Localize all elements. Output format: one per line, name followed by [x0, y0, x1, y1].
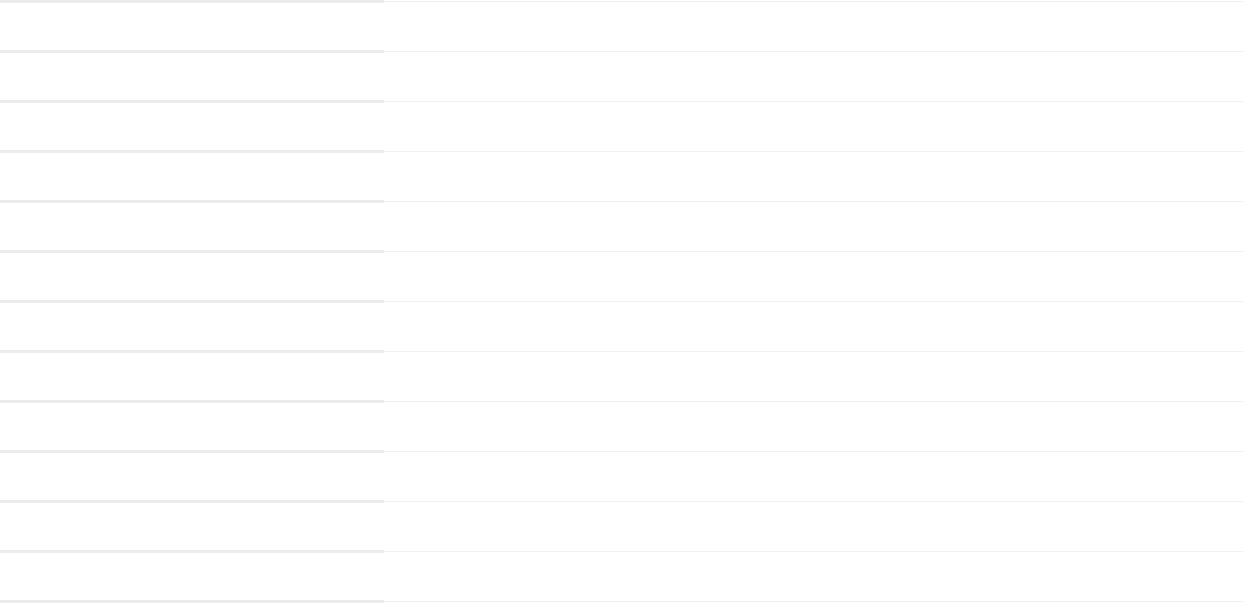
- row-value: [384, 401, 1243, 452]
- row-label: [0, 0, 384, 52]
- table-row: [0, 150, 1243, 202]
- row-value: [384, 201, 1243, 252]
- table-row: [0, 400, 1243, 452]
- row-label: [0, 550, 384, 603]
- row-label: [0, 100, 384, 152]
- row-value: [384, 101, 1243, 152]
- row-label: [0, 300, 384, 352]
- row-value: [384, 451, 1243, 502]
- row-label: [0, 450, 384, 502]
- table-row: [0, 500, 1243, 552]
- row-value: [384, 301, 1243, 352]
- table-row: [0, 200, 1243, 252]
- row-label: [0, 350, 384, 402]
- table-row: [0, 550, 1243, 603]
- table-row: [0, 0, 1243, 52]
- row-label: [0, 150, 384, 202]
- row-label: [0, 200, 384, 252]
- table-row: [0, 300, 1243, 352]
- table-row: [0, 50, 1243, 102]
- row-value: [384, 251, 1243, 302]
- table-row: [0, 250, 1243, 302]
- row-label: [0, 400, 384, 452]
- row-value: [384, 1, 1243, 52]
- table-row: [0, 450, 1243, 502]
- row-value: [384, 151, 1243, 202]
- table-row: [0, 100, 1243, 152]
- row-label: [0, 250, 384, 302]
- row-label: [0, 500, 384, 552]
- row-value: [384, 551, 1243, 602]
- row-label: [0, 50, 384, 102]
- row-value: [384, 501, 1243, 552]
- row-value: [384, 51, 1243, 102]
- row-value: [384, 351, 1243, 402]
- table-row: [0, 350, 1243, 402]
